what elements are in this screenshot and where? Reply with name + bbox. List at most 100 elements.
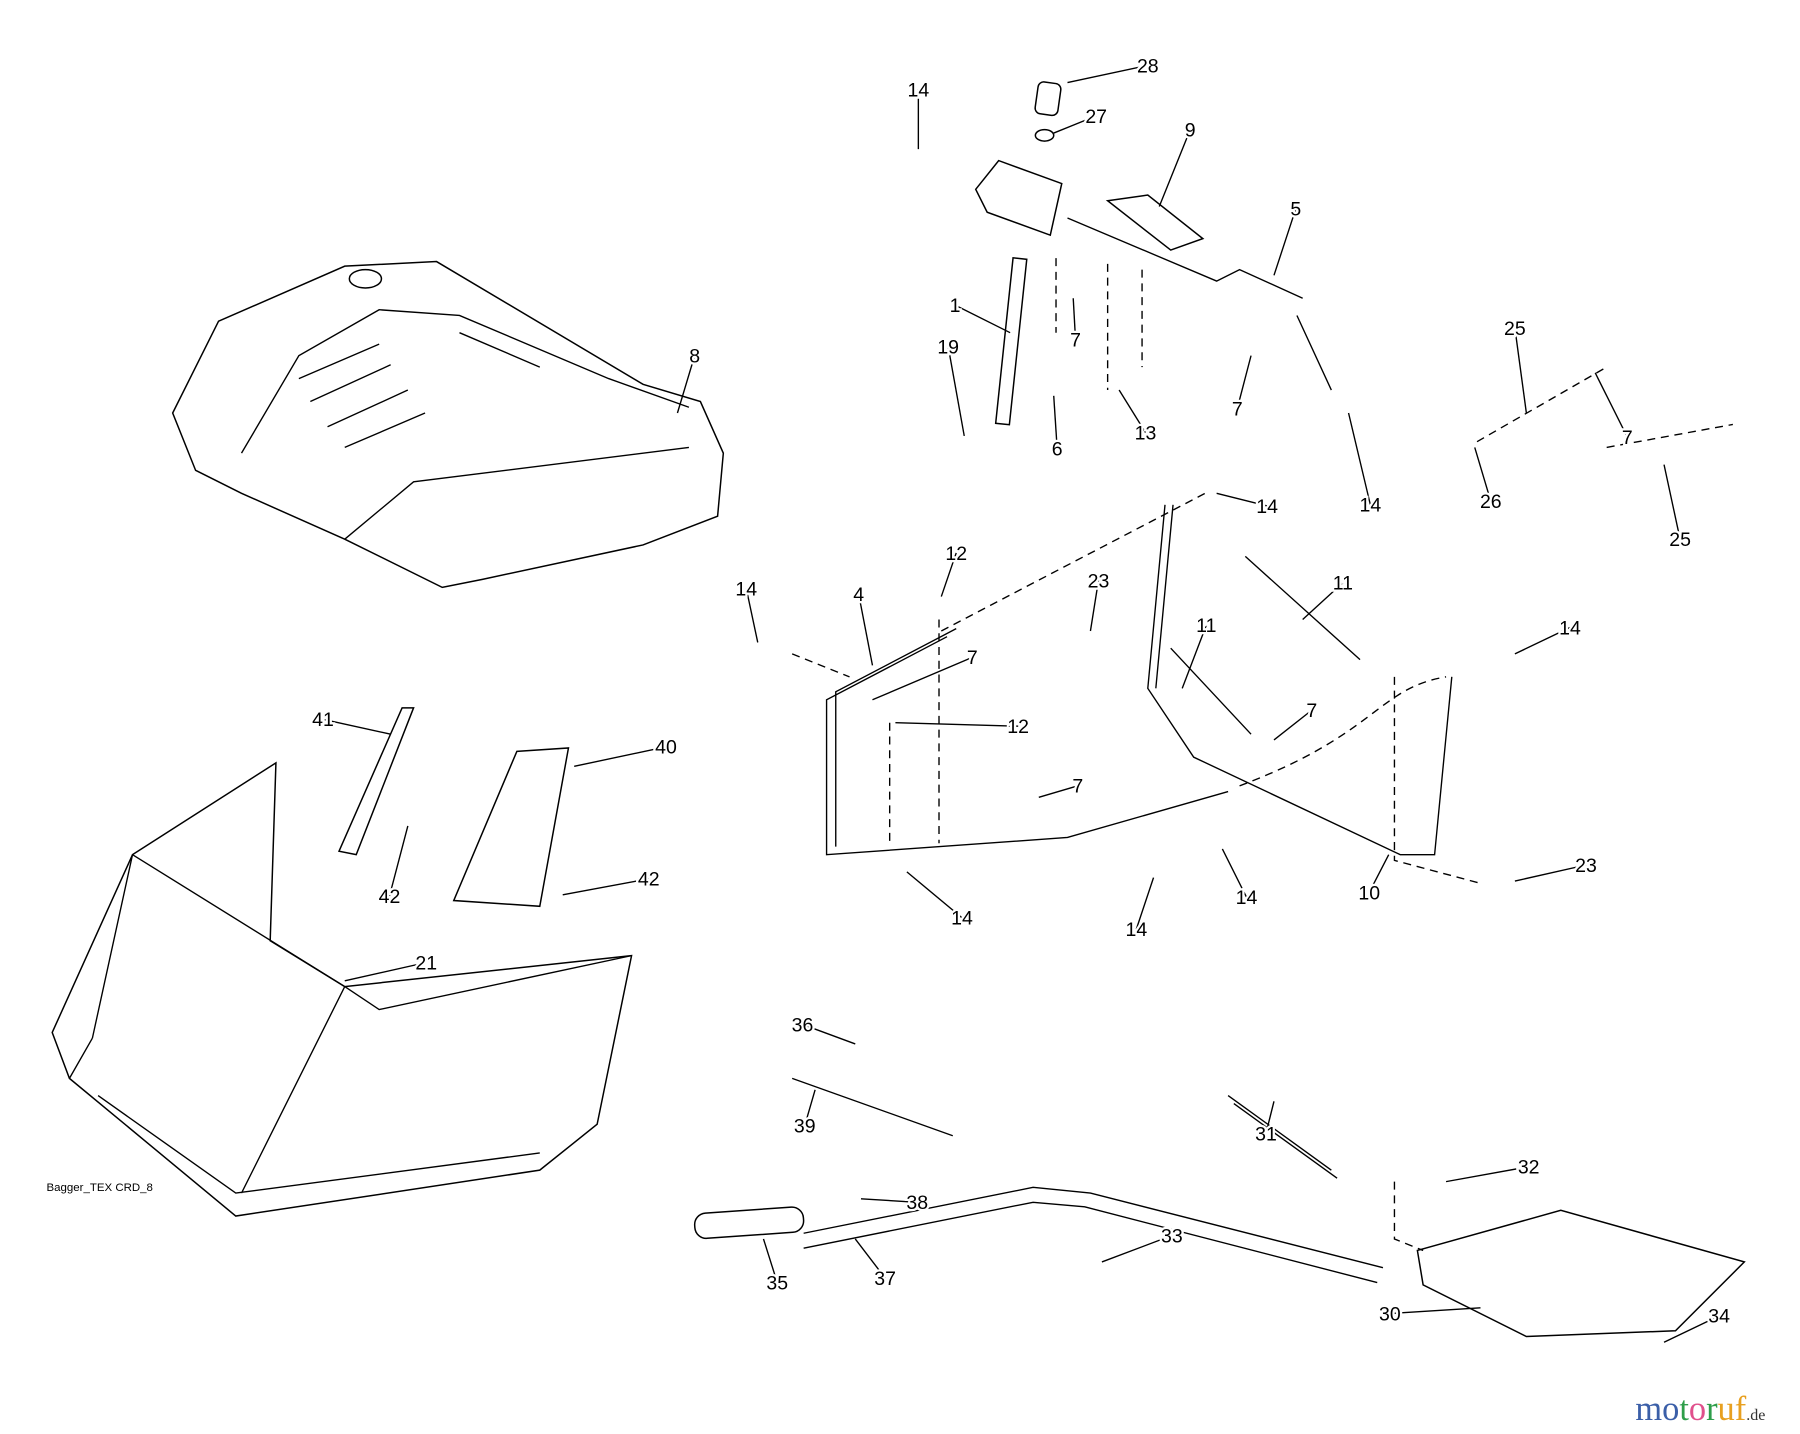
- callout-13: 13: [1135, 422, 1157, 444]
- callout-23: 23: [1575, 855, 1597, 877]
- callout-leader-line: [940, 552, 957, 597]
- callout-10: 10: [1358, 882, 1380, 904]
- callout-8: 8: [689, 346, 700, 368]
- watermark-letter: f: [1735, 1390, 1747, 1428]
- callout-leader-line: [1067, 64, 1148, 84]
- callout-14: 14: [1236, 887, 1258, 909]
- callout-leader-line: [804, 1089, 816, 1126]
- callout-leader-line: [1302, 582, 1344, 620]
- part-lift-frame: [693, 504, 1746, 1338]
- callout-leader-line: [1445, 1166, 1529, 1183]
- callout-leader-line: [1118, 389, 1147, 433]
- callout-9: 9: [1185, 120, 1196, 142]
- callout-39: 39: [794, 1115, 816, 1137]
- callout-14: 14: [1559, 617, 1581, 639]
- watermark-logo: motoruf.de: [1635, 1390, 1765, 1428]
- callout-34: 34: [1708, 1306, 1730, 1328]
- watermark-letter: t: [1679, 1390, 1689, 1428]
- callout-leader-line: [1514, 328, 1528, 414]
- callout-1: 1: [950, 295, 961, 317]
- callout-leader-line: [860, 1198, 918, 1203]
- callout-27: 27: [1085, 106, 1107, 128]
- callout-31: 31: [1255, 1123, 1277, 1145]
- callout-leader-line: [1594, 372, 1628, 438]
- callout-leader-line: [906, 871, 963, 919]
- callout-37: 37: [874, 1268, 896, 1290]
- callout-leader-line: [562, 878, 649, 896]
- callout-leader-line: [954, 304, 1011, 334]
- part-cover-41: [337, 707, 415, 856]
- callout-7: 7: [1306, 700, 1317, 722]
- callout-7: 7: [1070, 329, 1081, 351]
- callout-leader-line: [388, 825, 409, 897]
- callout-35: 35: [766, 1272, 788, 1294]
- callout-leader-line: [802, 1023, 856, 1045]
- callout-4: 4: [853, 584, 864, 606]
- callout-42: 42: [379, 886, 401, 908]
- callout-leader-line: [1389, 1307, 1481, 1315]
- callout-leader-line: [745, 588, 759, 643]
- callout-23: 23: [1088, 570, 1110, 592]
- callout-leader-line: [1089, 580, 1100, 632]
- callout-leader-line: [676, 355, 696, 414]
- callout-12: 12: [1007, 716, 1029, 738]
- callout-14: 14: [735, 578, 757, 600]
- footer-code: Bagger_TEX CRD_8: [46, 1182, 152, 1194]
- callout-30: 30: [1379, 1303, 1401, 1325]
- callout-14: 14: [1360, 495, 1382, 517]
- callout-leader-line: [1101, 1234, 1173, 1263]
- watermark-letter: m: [1635, 1390, 1662, 1428]
- callout-leader-line: [1038, 785, 1079, 798]
- watermark-letter: o: [1689, 1390, 1706, 1428]
- callout-7: 7: [1232, 398, 1243, 420]
- callout-14: 14: [951, 908, 973, 930]
- callout-leader-line: [854, 1238, 886, 1279]
- callout-leader-line: [1663, 464, 1681, 540]
- callout-41: 41: [312, 709, 334, 731]
- callout-leader-line: [1273, 709, 1313, 741]
- callout-leader-line: [344, 961, 427, 982]
- callout-leader-line: [574, 746, 667, 768]
- callout-leader-line: [1474, 447, 1492, 502]
- callout-5: 5: [1290, 199, 1301, 221]
- callout-7: 7: [1622, 427, 1633, 449]
- part-cover-40: [452, 747, 570, 908]
- callout-leader-line: [1265, 1101, 1275, 1134]
- callout-leader-line: [1158, 129, 1191, 207]
- callout-14: 14: [1125, 919, 1147, 941]
- callout-leader-line: [1663, 1315, 1720, 1343]
- callout-leader-line: [1514, 626, 1571, 655]
- callout-11: 11: [1333, 573, 1353, 595]
- callout-leader-line: [947, 346, 965, 437]
- callout-leader-line: [1221, 848, 1248, 898]
- callout-11: 11: [1196, 615, 1216, 637]
- callout-28: 28: [1137, 55, 1159, 77]
- callout-leader-line: [1072, 298, 1077, 340]
- callout-leader-line: [1216, 492, 1268, 507]
- callout-19: 19: [937, 336, 959, 358]
- callout-leader-line: [858, 594, 874, 666]
- callout-25: 25: [1504, 318, 1526, 340]
- callout-7: 7: [967, 647, 978, 669]
- watermark-suffix: .de: [1746, 1407, 1765, 1424]
- callout-leader-line: [872, 656, 973, 701]
- callout-leader-line: [1514, 864, 1587, 882]
- callout-12: 12: [945, 543, 967, 565]
- callout-leader-line: [1181, 624, 1207, 689]
- callout-leader-line: [1273, 208, 1297, 276]
- callout-leader-line: [895, 722, 1019, 727]
- callout-7: 7: [1072, 776, 1083, 798]
- watermark-letter: u: [1718, 1390, 1735, 1428]
- callout-38: 38: [906, 1192, 928, 1214]
- callout-25: 25: [1669, 529, 1691, 551]
- assembly-dashed-lines: [791, 258, 1733, 1252]
- callout-32: 32: [1518, 1157, 1540, 1179]
- callout-leader-line: [1347, 412, 1372, 505]
- callout-33: 33: [1161, 1225, 1183, 1247]
- callout-leader-line: [322, 718, 391, 735]
- callout-leader-line: [762, 1238, 778, 1283]
- part-hood: [171, 260, 725, 589]
- part-grass-bag: [51, 761, 633, 1217]
